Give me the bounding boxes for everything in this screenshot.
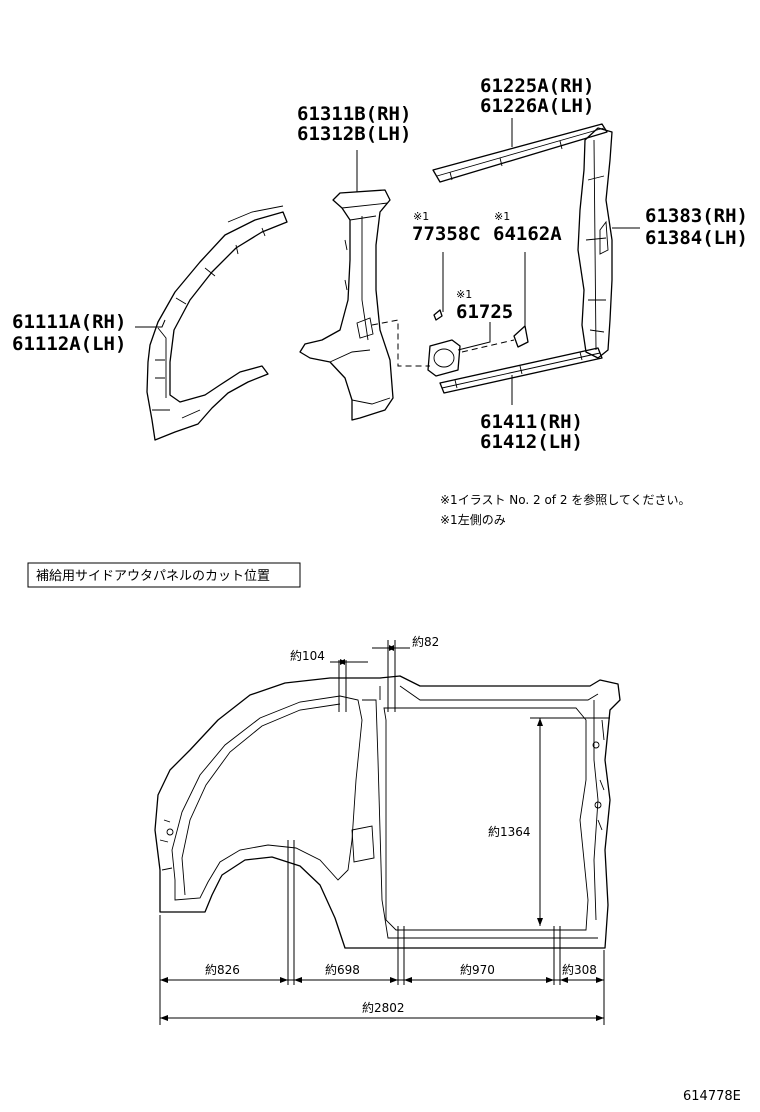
dim-82: 約82 [412, 634, 439, 649]
dim-top [330, 645, 410, 665]
note-line-2: ※1左側のみ [440, 512, 506, 527]
fuel-lid-part [427, 339, 461, 377]
label-center-pillar-rh: 61311B(RH) [297, 103, 411, 125]
mark-bracket: ※1 [494, 210, 510, 223]
label-roof-side-rh: 61225A(RH) [480, 75, 594, 97]
label-rocker-lh: 61412(LH) [480, 431, 583, 453]
label-bracket: 64162A [493, 223, 562, 245]
label-clip: 77358C [412, 223, 481, 245]
cut-lines [159, 640, 605, 1025]
label-roof-side-lh: 61226A(LH) [480, 95, 594, 117]
dim-308: 約308 [562, 962, 597, 977]
dim-height [530, 717, 610, 926]
rocker-part [439, 347, 603, 394]
label-rear-pillar-lh: 61384(LH) [645, 227, 748, 249]
dim-1364: 約1364 [488, 824, 531, 839]
label-rear-pillar-rh: 61383(RH) [645, 205, 748, 227]
clip-part [433, 309, 443, 321]
front-pillar-part [146, 205, 288, 441]
label-rocker-rh: 61411(RH) [480, 411, 583, 433]
figure-code: 614778E [683, 1089, 741, 1104]
dim-826: 約826 [205, 962, 240, 977]
roof-side-rail-part [432, 123, 608, 183]
label-front-pillar-lh: 61112A(LH) [12, 333, 126, 355]
dim-970: 約970 [460, 962, 495, 977]
dim-bottom [160, 977, 604, 1021]
dim-2802: 約2802 [362, 1000, 405, 1015]
rear-pillar-part [577, 127, 613, 359]
bracket-part [513, 325, 529, 348]
label-center-pillar-lh: 61312B(LH) [297, 123, 411, 145]
note-line-1: ※1イラスト No. 2 of 2 を参照してください。 [440, 492, 691, 507]
label-front-pillar-rh: 61111A(RH) [12, 311, 126, 333]
dim-698: 約698 [325, 962, 360, 977]
label-fuel-lid: 61725 [456, 301, 513, 323]
side-outer-panel [154, 675, 621, 949]
center-pillar-part [299, 189, 394, 421]
dim-104: 約104 [290, 648, 325, 663]
mark-fuel-lid: ※1 [456, 288, 472, 301]
cut-section-title-box [27, 562, 301, 588]
cut-section-title: 補給用サイドアウタパネルのカット位置 [36, 569, 270, 584]
mark-clip: ※1 [413, 210, 429, 223]
